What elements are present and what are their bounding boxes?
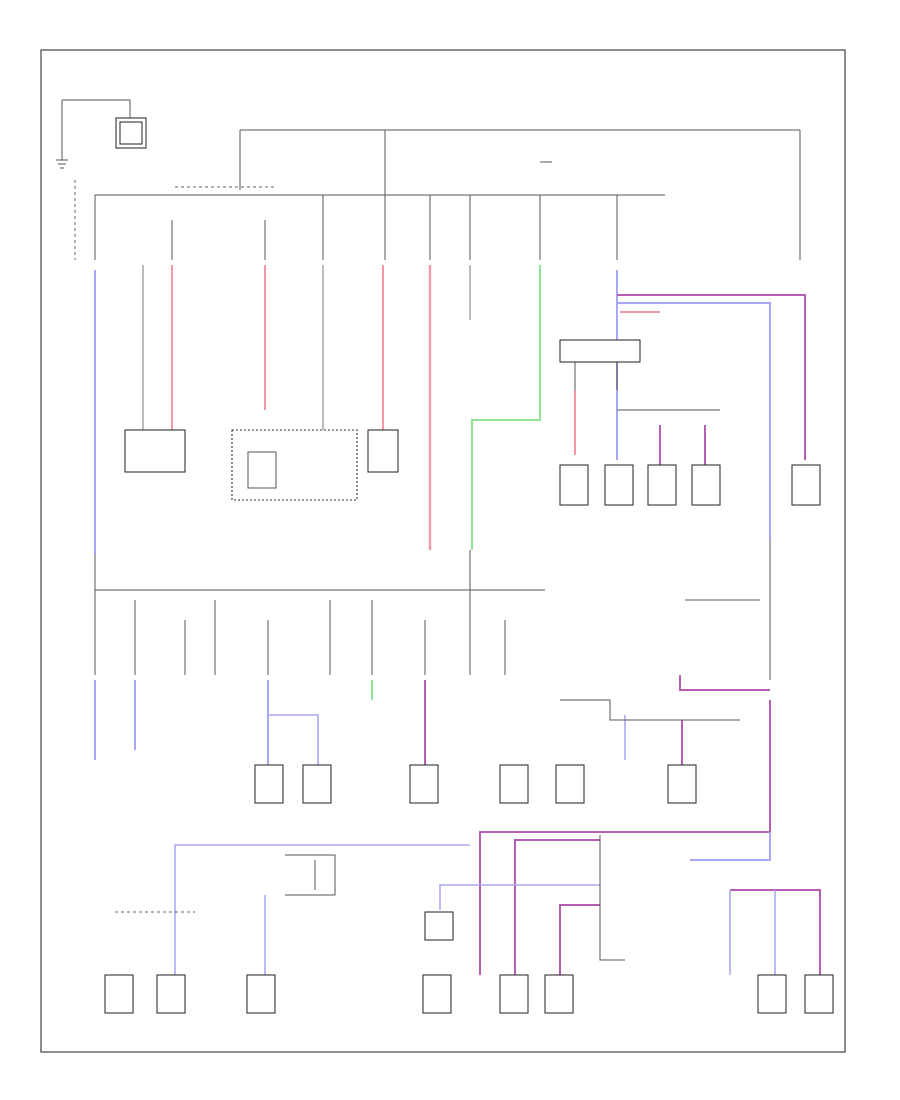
component-box [104,974,134,1014]
power-bus [74,129,801,260]
component-box [604,464,634,506]
component-box [499,764,529,804]
bottom-components [104,974,834,1014]
fuse-drops [94,195,618,260]
component-box [804,974,834,1014]
component-box [499,974,529,1014]
battery [119,121,143,145]
lower-connectors [115,835,625,961]
component-box [124,429,186,473]
component-box [156,974,186,1014]
component-box [367,429,399,473]
component-box [559,464,589,506]
component-box [791,464,821,506]
upper-components [124,339,821,506]
wires-mid [94,675,821,975]
battery-ground [56,99,147,169]
component-box [302,764,332,804]
component-box [691,464,721,506]
junction-block [559,339,641,363]
component-box [757,974,787,1014]
diagram-frame [40,49,846,1053]
component-box [555,764,585,804]
mid-buses [94,540,771,680]
component-box [544,974,574,1014]
wires-upper [94,265,806,555]
component-box [422,974,452,1014]
component-box [409,764,439,804]
component-box [246,974,276,1014]
component-box [254,764,284,804]
component-box [647,464,677,506]
component-box [667,764,697,804]
mid-components [254,699,740,804]
connector [424,911,454,941]
relay [247,451,277,489]
